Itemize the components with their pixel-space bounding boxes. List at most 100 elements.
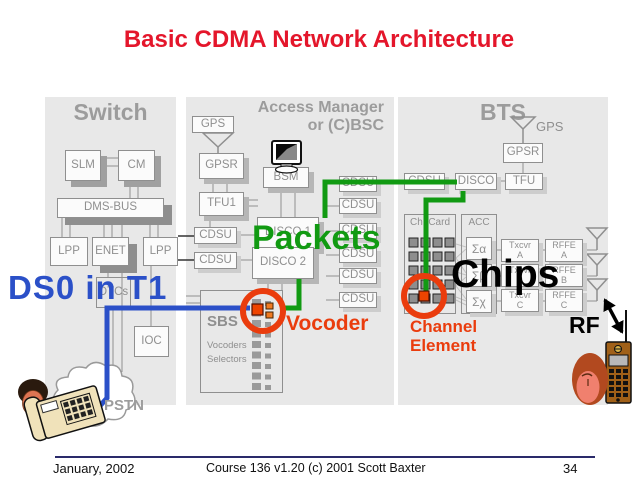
box-cdsu-am-right-1: CDSU [339, 176, 377, 192]
channel-element-cell [420, 265, 431, 276]
box-gpsr-am: GPSR [199, 153, 244, 179]
label-pstn: PSTN [104, 397, 145, 414]
box-rffe-b-label2: B [560, 275, 567, 285]
box-tfu1: TFU1 [199, 192, 244, 216]
box-rffe-a-label2: A [560, 250, 567, 260]
box-cdsu-am-left-2: CDSU [194, 252, 237, 269]
sbs-selector-cell [265, 385, 271, 390]
box-lpp-2-label: LPP [149, 244, 172, 257]
box-dtcs-label: DTCs [98, 285, 129, 298]
sbs-selector-cell [265, 374, 271, 380]
box-gpsr-bts-label: GPSR [506, 146, 540, 159]
box-gps-am: GPS [192, 116, 234, 133]
sbs-selector-squares [252, 299, 271, 390]
sbs-selectors-label: Selectors [207, 354, 247, 365]
sbs-selector-cell [252, 351, 261, 359]
panel-switch: Switch [45, 97, 176, 405]
label-ds0-in-t1: DS0 in T1 [8, 269, 168, 306]
channel-element-cell [432, 237, 443, 248]
box-bsm-label: BSM [273, 170, 299, 183]
box-cdsu-am-left-2-label: CDSU [199, 253, 232, 266]
box-enet-label: ENET [95, 244, 126, 257]
sbs-selector-cell [252, 299, 261, 306]
box-lpp-1-label: LPP [58, 244, 80, 257]
channel-card-grid [408, 237, 455, 304]
box-cdsu-bts: CDSU [404, 173, 445, 190]
panel-switch-title: Switch [73, 99, 148, 125]
box-tfu-bts-label: TFU [512, 174, 536, 187]
box-dms-bus-label: DMS-BUS [83, 201, 138, 214]
channel-element-circle [401, 273, 447, 319]
sbs-selector-cell [265, 353, 271, 359]
box-cdsu-am-right-6-label: CDSU [341, 293, 375, 306]
box-cdsu-am-right-6: CDSU [339, 292, 377, 308]
rf-arrow-icon [603, 298, 624, 334]
sbs-selector-cell [265, 311, 271, 317]
gps-antenna-icon-am [201, 132, 235, 153]
sbs-selector-cell [265, 301, 271, 306]
box-ioc-label: IOC [141, 334, 162, 347]
box-enet: ENET [92, 237, 129, 266]
box-acc: ACC [461, 214, 497, 314]
gps-antenna-icon-bts [509, 116, 537, 143]
label-packets: Packets [252, 219, 381, 257]
label-chips: Chips [451, 253, 560, 296]
panel-access-manager: Access Manager or (C)BSC [186, 97, 394, 405]
sbs-selector-cell [265, 332, 271, 338]
box-rffe-c-label2: C [560, 300, 568, 310]
box-sigma-beta-label: Σβ [471, 268, 487, 283]
box-slm-label: SLM [71, 158, 95, 171]
bts-antenna-icon-a [586, 227, 608, 251]
sbs-selector-cell [252, 309, 261, 317]
box-bsm: BSM [263, 167, 309, 188]
box-txcvr-a-label2: A [516, 250, 523, 260]
box-cdsu-am-right-4-label: CDSU [341, 248, 375, 261]
page-title: Basic CDMA Network Architecture [123, 26, 515, 53]
panel-bts: BTS [398, 97, 608, 405]
sbs-selector-cell [252, 362, 261, 369]
channel-element-cell [432, 279, 443, 290]
box-ch-card-label: Ch. Card [409, 217, 450, 228]
fan-lines [455, 243, 467, 306]
box-disco-bts-label: DISCO [457, 174, 495, 187]
channel-element-cell [444, 251, 455, 262]
channel-element-cell [420, 251, 431, 262]
box-sbs: SBS Vocoders Selectors [200, 290, 283, 393]
bsm-monitor-icon [271, 140, 302, 174]
box-cm: CM [118, 150, 155, 181]
box-rffe-c-label: RFFE [552, 290, 576, 300]
box-txcvr-b-label: Txcvr [509, 265, 531, 275]
box-txcvr-c-label2: C [516, 300, 524, 310]
bts-antenna-icon-c [586, 278, 608, 302]
vocoder-circle [240, 288, 286, 334]
channel-element-cell [444, 293, 455, 304]
sbs-selector-cell [252, 383, 261, 390]
box-rffe-a-label: RFFE [552, 240, 576, 250]
panel-bts-title: BTS [480, 99, 526, 125]
sbs-selector-cell [252, 341, 261, 348]
box-sigma-beta: Σβ [466, 264, 492, 287]
box-sigma-chi: Σχ [466, 290, 492, 313]
connector-lines [61, 147, 597, 372]
box-dms-bus: DMS-BUS [57, 198, 164, 218]
box-sigma-alpha: Σα [466, 237, 492, 260]
channel-element-cell [408, 279, 419, 290]
footer-rule [55, 456, 595, 458]
box-lpp-2: LPP [143, 237, 178, 266]
lpp-cdsu-links [178, 235, 194, 261]
footer-course: Course 136 v1.20 (c) 2001 Scott Baxter [206, 461, 426, 475]
box-cdsu-bts-label: CDSU [408, 174, 441, 187]
box-gps-am-label: GPS [200, 117, 226, 130]
sbs-selector-cell [252, 372, 261, 380]
channel-element-cell [444, 279, 455, 290]
box-dtcs: DTCs [96, 277, 131, 308]
panel-access-manager-title: Access Manager or (C)BSC [257, 99, 384, 134]
